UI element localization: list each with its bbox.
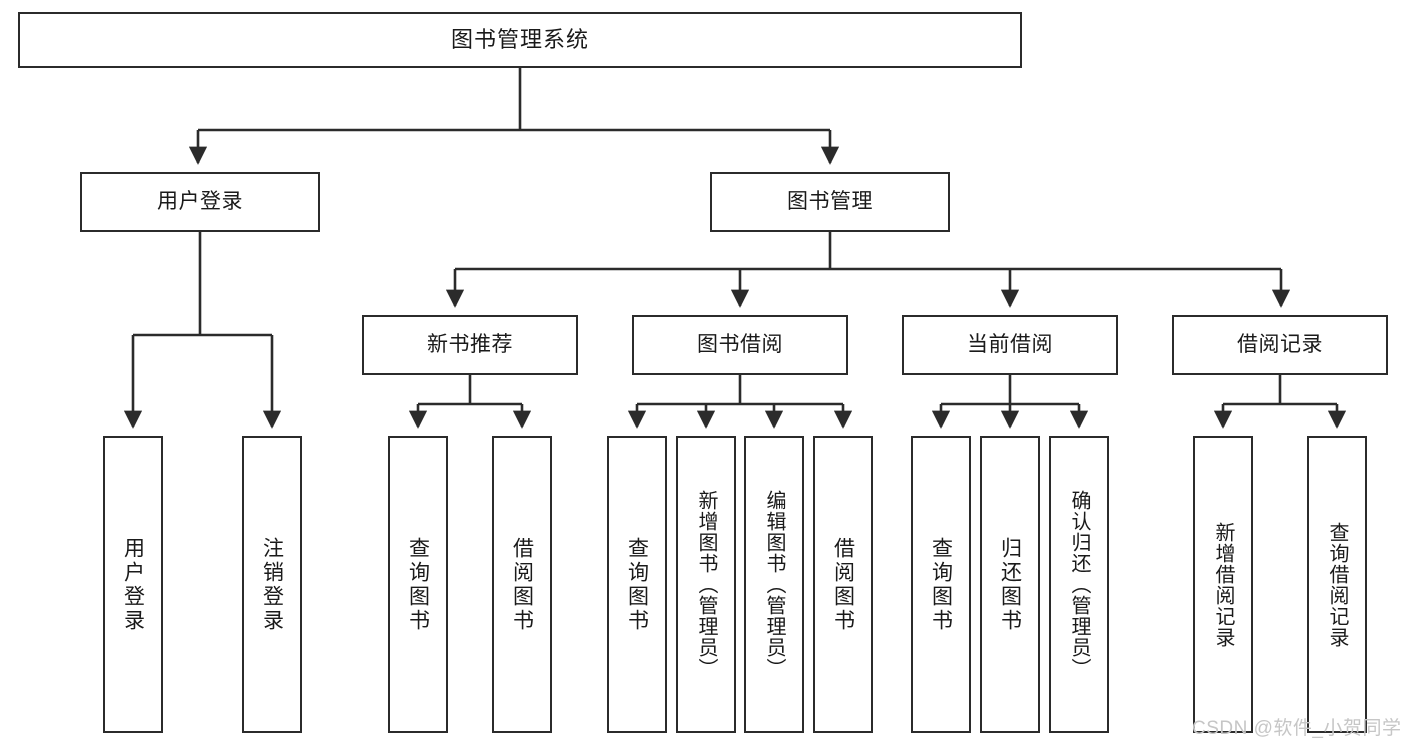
leaf-add-borrowing-record[interactable]: 新增借阅记录 [1193,436,1253,733]
node-label: 查询借阅记录 [1326,521,1348,648]
leaf-query-books-borrow[interactable]: 查询图书 [607,436,667,733]
node-label: 用户登录 [121,536,145,633]
node-book-borrowing[interactable]: 图书借阅 [632,315,848,375]
leaf-query-books-newbook[interactable]: 查询图书 [388,436,448,733]
node-new-book-recommendation[interactable]: 新书推荐 [362,315,578,375]
leaf-query-books-current[interactable]: 查询图书 [911,436,971,733]
node-label: 新增图书（管理员） [695,490,717,679]
node-borrowing-records[interactable]: 借阅记录 [1172,315,1388,375]
leaf-user-login[interactable]: 用户登录 [103,436,163,733]
node-label: 归还图书 [998,536,1022,633]
node-label: 新书推荐 [427,332,513,356]
node-label: 借阅图书 [510,536,534,633]
node-label: 注销登录 [260,536,284,633]
watermark-csdn: CSDN @软件_小贺同学 [1192,718,1402,739]
leaf-confirm-return-admin[interactable]: 确认归还（管理员） [1049,436,1109,733]
leaf-edit-book-admin[interactable]: 编辑图书（管理员） [744,436,804,733]
node-user-login[interactable]: 用户登录 [80,172,320,232]
node-label: 编辑图书（管理员） [763,490,785,679]
node-label: 用户登录 [157,189,243,213]
leaf-borrow-books-borrow[interactable]: 借阅图书 [813,436,873,733]
node-label: 确认归还（管理员） [1068,490,1090,679]
node-label: 新增借阅记录 [1212,521,1234,648]
node-book-management[interactable]: 图书管理 [710,172,950,232]
node-label: 当前借阅 [967,332,1053,356]
leaf-add-book-admin[interactable]: 新增图书（管理员） [676,436,736,733]
leaf-borrow-books-newbook[interactable]: 借阅图书 [492,436,552,733]
node-label: 查询图书 [625,536,649,633]
leaf-return-books[interactable]: 归还图书 [980,436,1040,733]
node-root-book-management-system[interactable]: 图书管理系统 [18,12,1022,68]
node-current-borrowing[interactable]: 当前借阅 [902,315,1118,375]
node-label: 查询图书 [929,536,953,633]
node-label: 图书管理系统 [450,27,589,53]
node-label: 借阅记录 [1237,332,1323,356]
node-label: 借阅图书 [831,536,855,633]
leaf-logout[interactable]: 注销登录 [242,436,302,733]
node-label: 图书借阅 [697,332,783,356]
node-label: 图书管理 [787,189,873,213]
leaf-query-borrowing-record[interactable]: 查询借阅记录 [1307,436,1367,733]
node-label: 查询图书 [406,536,430,633]
